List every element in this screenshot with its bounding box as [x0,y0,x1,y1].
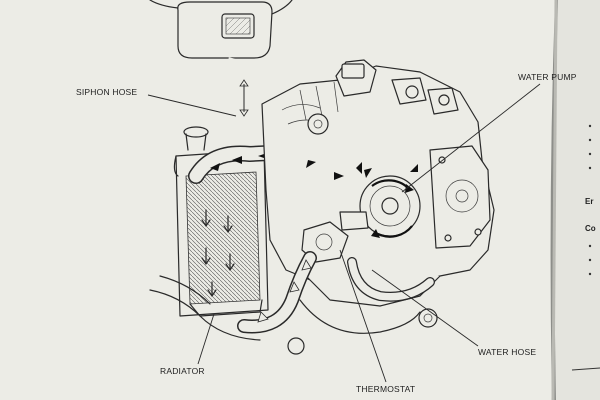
leader-lines [147,83,541,383]
lower-hose [237,251,317,334]
siphon-hose [226,57,249,152]
reserve-tank [149,0,293,59]
engine-flow-arrows [306,160,418,180]
radiator [173,126,269,317]
facing-page-bullets [588,124,592,276]
frame-tube [149,275,261,341]
side-text-1: Er [585,197,593,206]
label-thermostat: THERMOSTAT [356,384,415,394]
label-siphon-hose: SIPHON HOSE [76,87,137,97]
label-water-pump: WATER PUMP [518,72,577,82]
water-pump [359,175,421,238]
radiator-flow-arrows [201,209,235,297]
label-water-hose: WATER HOSE [478,347,536,357]
side-text-2: Co [585,224,596,233]
label-radiator: RADIATOR [160,366,205,376]
water-hose [347,257,435,302]
